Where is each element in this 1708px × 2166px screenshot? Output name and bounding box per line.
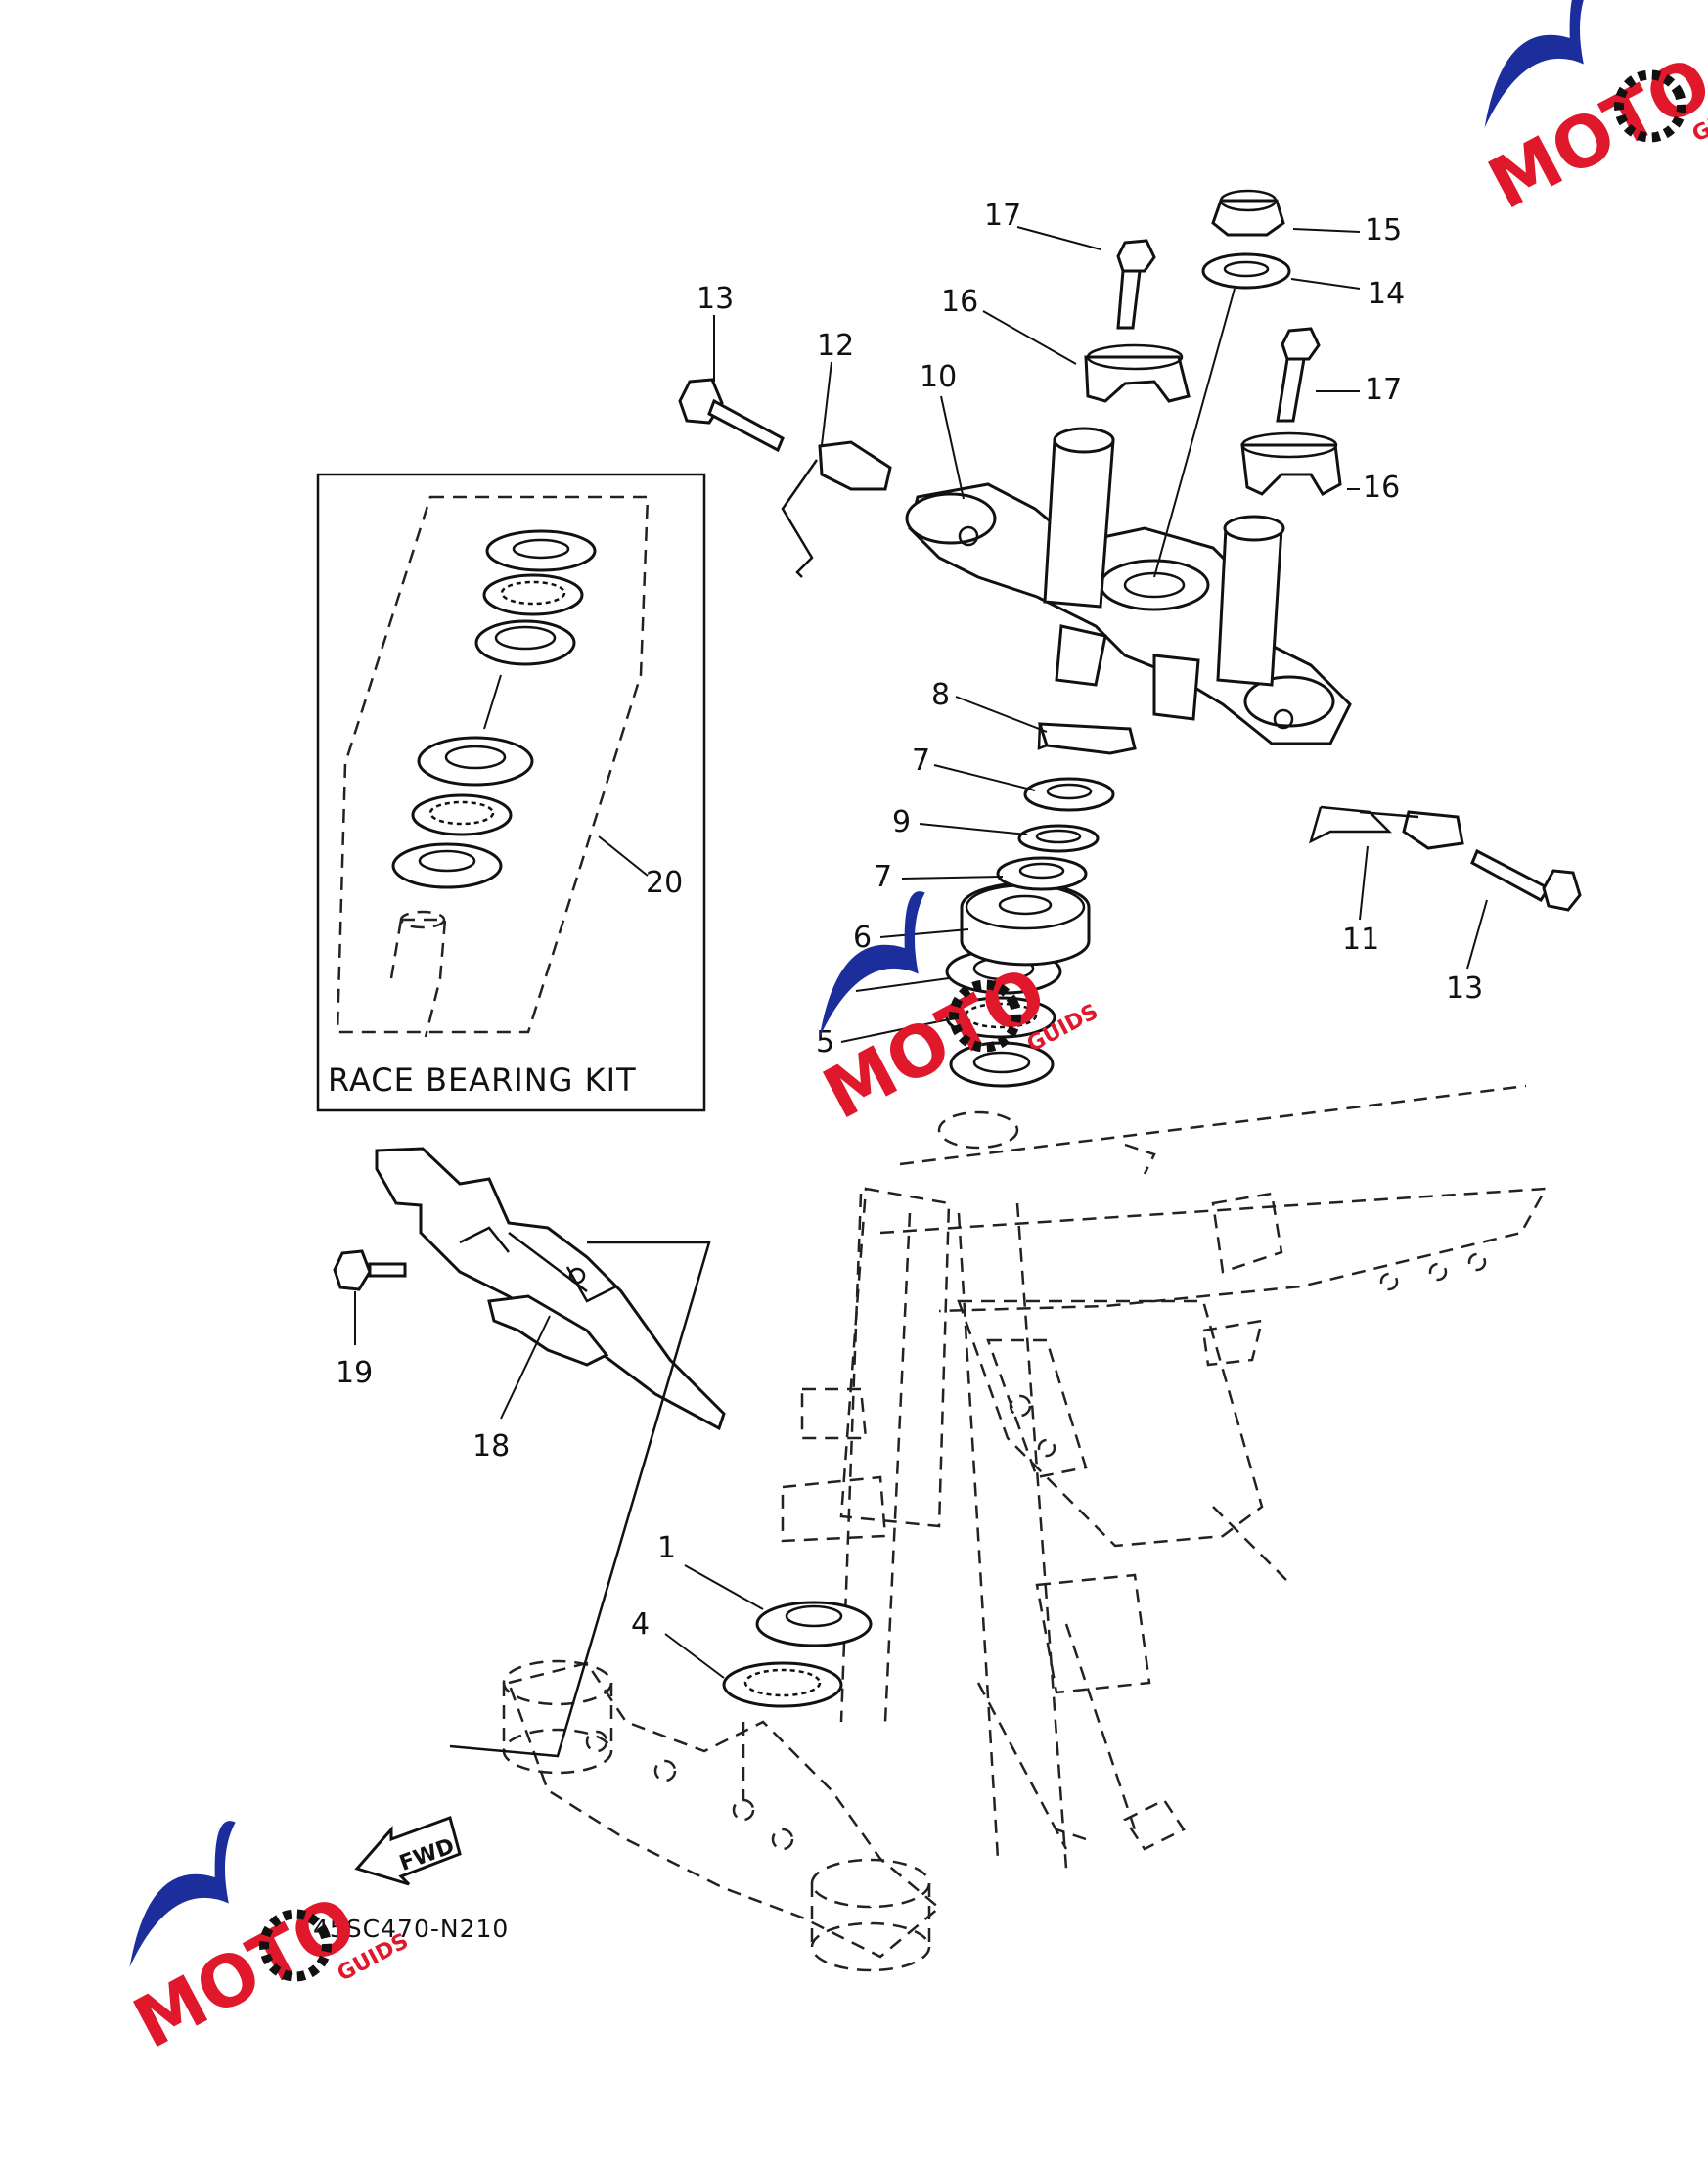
- lower-race: [755, 1601, 873, 1647]
- pinch-bolt-left: [678, 378, 785, 453]
- callout-9: 9: [892, 805, 911, 839]
- callout-15: 15: [1365, 213, 1402, 248]
- diagram-code: 45SC470-N210: [313, 1915, 509, 1943]
- callout-13a: 13: [697, 282, 734, 316]
- handlebar-holder-left: [1084, 343, 1191, 403]
- cable-guide-bracket: [375, 1147, 726, 1431]
- callout-4: 4: [631, 1607, 650, 1642]
- callout-16a: 16: [941, 285, 978, 319]
- fwd-arrow: FWD: [354, 1816, 462, 1886]
- callout-16b: 16: [1363, 471, 1400, 505]
- callout-6: 6: [853, 921, 872, 955]
- ring-nut-washer: [1037, 722, 1137, 755]
- callout-20: 20: [646, 866, 683, 900]
- race-bearing-kit-box: RACE BEARING KIT: [316, 473, 706, 1112]
- kit-race-bottom: [391, 842, 503, 889]
- kit-bearing-top: [482, 573, 584, 616]
- kit-race-cup-top: [474, 619, 576, 666]
- upper-bearing: [945, 996, 1056, 1039]
- callout-1: 1: [657, 1531, 676, 1565]
- gear-icon: [258, 1909, 332, 1982]
- ring-nut-upper: [1023, 777, 1115, 812]
- callout-8: 8: [931, 678, 950, 712]
- upper-bracket: [905, 427, 1352, 745]
- ring-nut-lower: [996, 856, 1088, 891]
- steering-stem-nut: [1211, 189, 1285, 237]
- callout-7b: 7: [874, 860, 892, 894]
- kit-caption: RACE BEARING KIT: [328, 1061, 637, 1099]
- swoosh-icon: [1484, 0, 1591, 128]
- cable-clip-left: [781, 440, 892, 578]
- kit-stem-shaft: [389, 910, 447, 1038]
- swoosh-icon: [819, 891, 925, 1038]
- handlebar-holder-right: [1240, 431, 1342, 497]
- callout-18: 18: [472, 1429, 510, 1464]
- pinch-bolt-right: [1470, 848, 1582, 912]
- dust-cover: [960, 881, 1091, 967]
- callout-14: 14: [1368, 277, 1405, 311]
- kit-bearing-bottom: [411, 793, 513, 836]
- callouts: 1 4 5 6 7 7 8 9 10 11 12 13 13 14 15 16 …: [336, 199, 1483, 1642]
- holder-bolt-right: [1276, 327, 1321, 423]
- callout-12: 12: [817, 329, 854, 363]
- kit-race-cup-bottom: [417, 736, 534, 787]
- callout-17b: 17: [1365, 373, 1402, 407]
- holder-bolt-left: [1116, 239, 1156, 330]
- lock-washer: [1017, 824, 1100, 853]
- gear-icon: [948, 979, 1021, 1053]
- callout-13b: 13: [1446, 971, 1483, 1006]
- callout-7a: 7: [912, 744, 930, 778]
- watermark-top-right: MOTO GUIDS: [1475, 0, 1708, 225]
- leader-lines: [664, 226, 1488, 1679]
- bracket-bolt: [333, 1249, 407, 1291]
- callout-17a: 17: [984, 199, 1021, 233]
- cable-clip-right: [1309, 805, 1464, 850]
- callout-11: 11: [1342, 923, 1379, 957]
- frame-outline: [839, 1084, 1549, 1870]
- leader-lines-18-19: [354, 1291, 551, 1420]
- callout-19: 19: [336, 1356, 373, 1390]
- gear-icon: [1613, 69, 1686, 143]
- stem-washer: [1201, 252, 1291, 290]
- callout-10: 10: [920, 360, 957, 394]
- lower-bearing: [722, 1661, 843, 1708]
- swoosh-icon: [129, 1821, 236, 1967]
- kit-race-top: [485, 529, 597, 572]
- lower-bracket: [502, 1659, 941, 1972]
- head-pipe: [781, 1110, 1019, 1543]
